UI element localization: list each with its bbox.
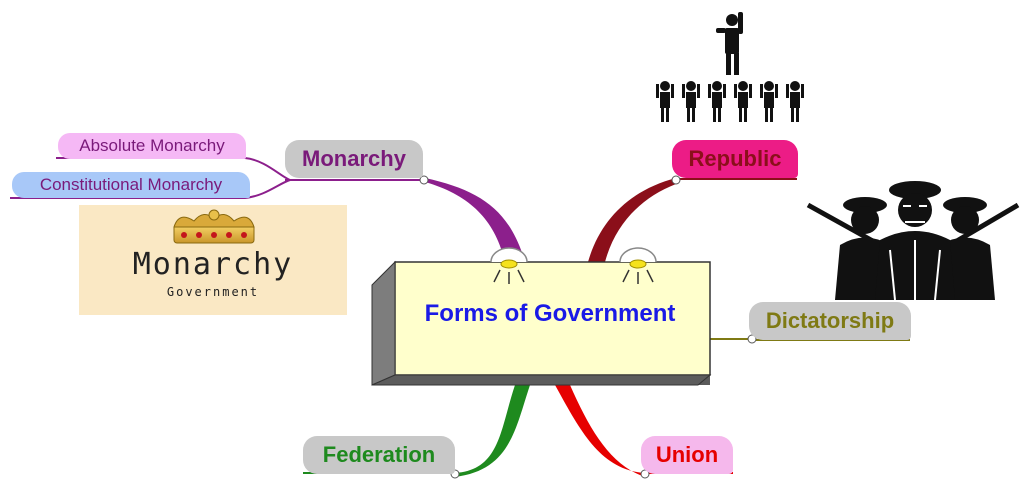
republic-branch-connector bbox=[588, 178, 676, 262]
monarchy-image-title: Monarchy bbox=[132, 247, 294, 282]
dictatorship-node[interactable]: Dictatorship bbox=[749, 302, 911, 340]
leader-and-crowd-icon bbox=[656, 12, 804, 122]
armed-soldiers-icon bbox=[806, 180, 1022, 301]
republic-label: Republic bbox=[688, 146, 782, 171]
dictatorship-label: Dictatorship bbox=[765, 308, 895, 333]
absolute-monarchy-node[interactable]: Absolute Monarchy bbox=[58, 133, 246, 159]
absolute-monarchy-label: Absolute Monarchy bbox=[79, 136, 225, 155]
central-topic-label: Forms of Government bbox=[424, 300, 676, 327]
monarchy-branch-connector bbox=[425, 178, 525, 262]
monarchy-node[interactable]: Monarchy bbox=[285, 140, 423, 178]
central-topic-box bbox=[371, 260, 712, 386]
union-branch-connector bbox=[555, 385, 645, 477]
federation-node[interactable]: Federation bbox=[303, 436, 455, 474]
republic-node[interactable]: Republic bbox=[672, 140, 798, 178]
monarchy-label: Monarchy bbox=[302, 146, 406, 171]
lamp-icon-left bbox=[490, 247, 528, 284]
monarchy-connector-dot bbox=[419, 175, 429, 185]
constitutional-monarchy-label: Constitutional Monarchy bbox=[39, 175, 223, 194]
republic-connector-dot bbox=[671, 175, 681, 185]
constitutional-monarchy-node[interactable]: Constitutional Monarchy bbox=[12, 172, 250, 198]
crown-icon bbox=[173, 209, 255, 244]
union-node[interactable]: Union bbox=[641, 436, 733, 474]
monarchy-image-subtitle: Government bbox=[166, 285, 260, 299]
union-label: Union bbox=[655, 442, 719, 467]
federation-branch-connector bbox=[455, 385, 530, 477]
federation-label: Federation bbox=[322, 442, 436, 467]
lamp-icon-right bbox=[619, 247, 657, 284]
monarchy-government-image: Monarchy Government bbox=[79, 205, 347, 315]
